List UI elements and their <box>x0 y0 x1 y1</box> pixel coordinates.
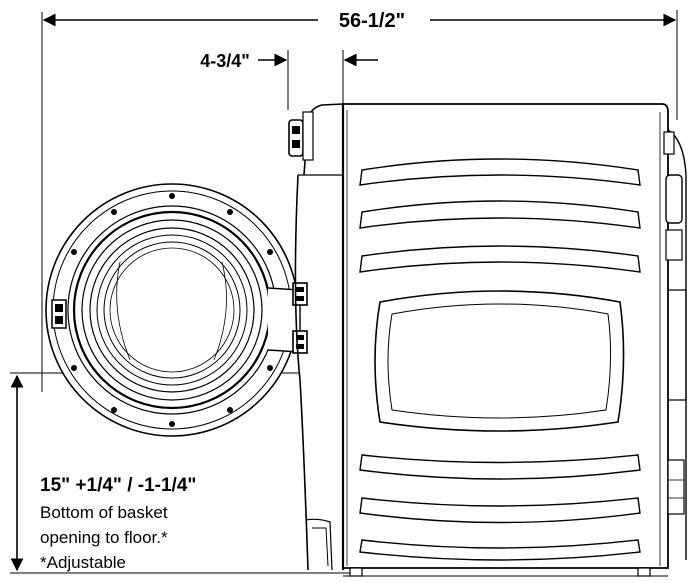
basket-height-note: 15" +1/4" / -1-1/4" Bottom of basket ope… <box>40 475 196 572</box>
door-latch <box>51 299 67 329</box>
note-line-1: Bottom of basket <box>40 503 168 522</box>
overall-depth-label: 56-1/2" <box>339 10 405 32</box>
rear-connections <box>663 129 687 560</box>
washer-door <box>45 183 301 437</box>
note-line-2: opening to floor.* <box>40 528 168 547</box>
overall-depth-dimension: 56-1/2" <box>41 10 678 392</box>
side-panel-ribs <box>359 158 641 561</box>
washer-cabinet <box>288 103 669 577</box>
leveling-feet <box>343 567 668 577</box>
door-offset-dimension: 4-3/4" <box>200 50 378 110</box>
control-panel <box>288 111 314 161</box>
note-adjustable: *Adjustable <box>40 553 126 572</box>
door-offset-label: 4-3/4" <box>200 51 250 71</box>
basket-height-label: 15" +1/4" / -1-1/4" <box>40 475 196 496</box>
